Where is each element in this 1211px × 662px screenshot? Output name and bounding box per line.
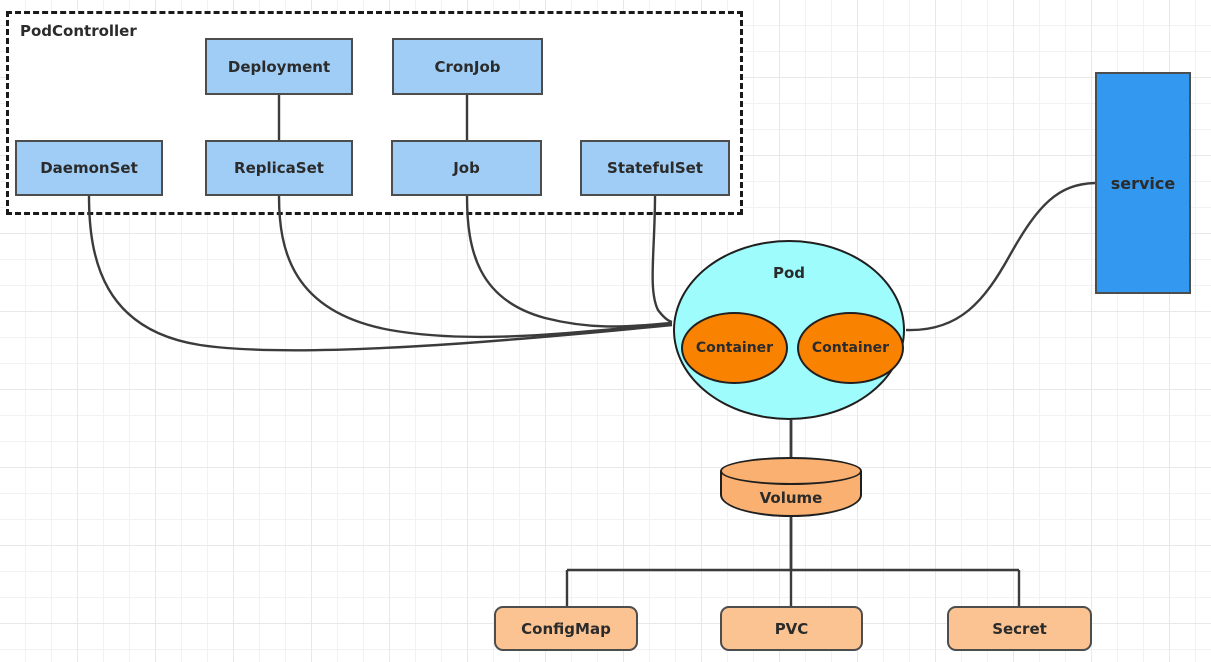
edge-job-pod — [465, 195, 673, 328]
node-pvc[interactable]: PVC — [720, 606, 863, 651]
node-pod-label: Pod — [772, 264, 806, 282]
node-daemonset-label: DaemonSet — [40, 159, 138, 177]
node-deployment[interactable]: Deployment — [205, 38, 353, 95]
edge-daemonset-pod — [87, 195, 673, 352]
node-service-label: service — [1110, 173, 1176, 193]
node-volume[interactable]: Volume — [720, 457, 862, 517]
node-configmap[interactable]: ConfigMap — [494, 606, 638, 651]
node-container-left[interactable]: Container — [681, 312, 788, 384]
node-deployment-label: Deployment — [227, 57, 331, 76]
node-daemonset[interactable]: DaemonSet — [15, 140, 163, 196]
node-pvc-label: PVC — [774, 619, 809, 638]
node-secret[interactable]: Secret — [947, 606, 1092, 651]
node-replicaset-label: ReplicaSet — [234, 159, 324, 177]
node-cronjob-label: CronJob — [434, 57, 501, 76]
node-job-label: Job — [453, 159, 480, 177]
edge-replicaset-pod — [277, 195, 673, 339]
node-volume-label: Volume — [759, 489, 823, 507]
node-replicaset[interactable]: ReplicaSet — [205, 140, 353, 196]
podcontroller-group-label: PodController — [20, 22, 137, 40]
volume-cylinder-top — [720, 457, 862, 485]
node-cronjob[interactable]: CronJob — [392, 38, 543, 95]
node-secret-label: Secret — [992, 619, 1047, 638]
node-job[interactable]: Job — [391, 140, 542, 196]
node-container-left-label: Container — [695, 340, 774, 356]
node-container-right[interactable]: Container — [797, 312, 904, 384]
node-container-right-label: Container — [811, 340, 890, 356]
edge-pod-service — [905, 181, 1096, 332]
node-statefulset[interactable]: StatefulSet — [580, 140, 730, 196]
node-statefulset-label: StatefulSet — [607, 159, 703, 177]
node-configmap-label: ConfigMap — [521, 619, 611, 638]
node-service[interactable]: service — [1095, 72, 1191, 294]
